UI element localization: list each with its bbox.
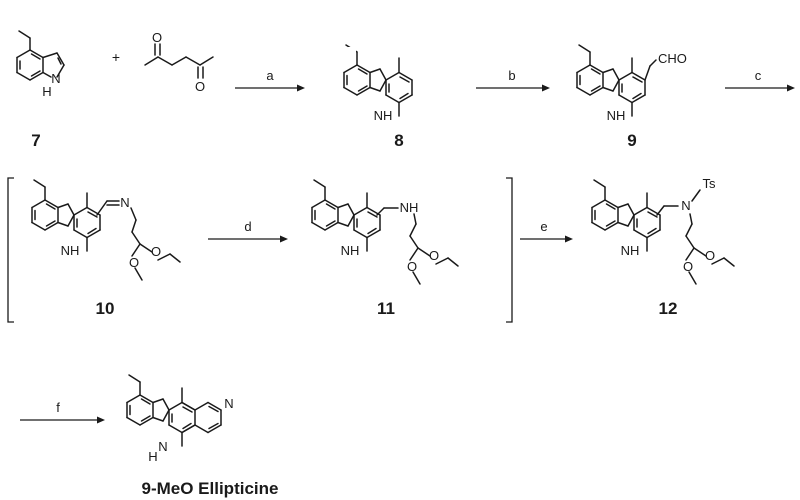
- hexanedione: O O: [144, 30, 214, 94]
- ether-oxygen: O: [407, 259, 417, 274]
- hydrogen-atom: H: [42, 84, 51, 99]
- amine-nh: NH: [400, 200, 419, 215]
- nh-group: NH: [61, 243, 80, 258]
- oxygen-atom: O: [152, 30, 162, 45]
- compound-8: NH 8: [343, 44, 413, 150]
- nh-group: NH: [607, 108, 626, 123]
- nh-group: NH: [374, 108, 393, 123]
- indole-nitrogen: N: [158, 439, 167, 454]
- arrow-c: c: [725, 68, 795, 92]
- compound-number: 7: [31, 131, 40, 150]
- nh-group: NH: [341, 243, 360, 258]
- ellipticine-product: N H N 9-MeO Ellipticine: [126, 374, 279, 498]
- plus-sign: +: [112, 49, 120, 65]
- imine-nitrogen: N: [120, 195, 129, 210]
- pyridine-nitrogen: N: [224, 396, 233, 411]
- tosyl-group: Ts: [703, 176, 717, 191]
- aldehyde-group: CHO: [658, 51, 687, 66]
- step-label-a: a: [266, 68, 274, 83]
- nh-group: NH: [621, 243, 640, 258]
- ether-oxygen: O: [151, 244, 161, 259]
- arrow-d: d: [208, 219, 288, 243]
- compound-12: N Ts O O NH 12: [591, 176, 735, 318]
- arrow-b: b: [476, 68, 550, 92]
- compound-7: N H 7: [16, 30, 65, 150]
- compound-number: 9: [627, 131, 636, 150]
- compound-number: 8: [394, 131, 403, 150]
- product-name: 9-MeO Ellipticine: [142, 479, 279, 498]
- ether-oxygen: O: [129, 255, 139, 270]
- step-label-f: f: [56, 400, 60, 415]
- arrow-a: a: [235, 68, 305, 92]
- compound-9: CHO NH 9: [576, 44, 687, 150]
- compound-10: N O O NH 10: [31, 179, 181, 318]
- compound-number: 10: [96, 299, 115, 318]
- compound-11: NH O O NH 11: [311, 179, 459, 318]
- ether-oxygen: O: [705, 248, 715, 263]
- hydrogen-atom: H: [148, 449, 157, 464]
- arrow-e: e: [520, 219, 573, 243]
- step-label-b: b: [508, 68, 515, 83]
- step-label-d: d: [244, 219, 251, 234]
- step-label-e: e: [540, 219, 547, 234]
- bracket-right: [506, 177, 513, 323]
- oxygen-atom: O: [195, 79, 205, 94]
- ether-oxygen: O: [683, 259, 693, 274]
- nitrogen-atom: N: [51, 71, 60, 86]
- compound-number: 12: [659, 299, 678, 318]
- sulfonamide-nitrogen: N: [681, 198, 690, 213]
- bracket-left: [7, 177, 14, 323]
- compound-number: 11: [377, 299, 395, 318]
- arrow-f: f: [20, 400, 105, 424]
- ether-oxygen: O: [429, 248, 439, 263]
- step-label-c: c: [755, 68, 762, 83]
